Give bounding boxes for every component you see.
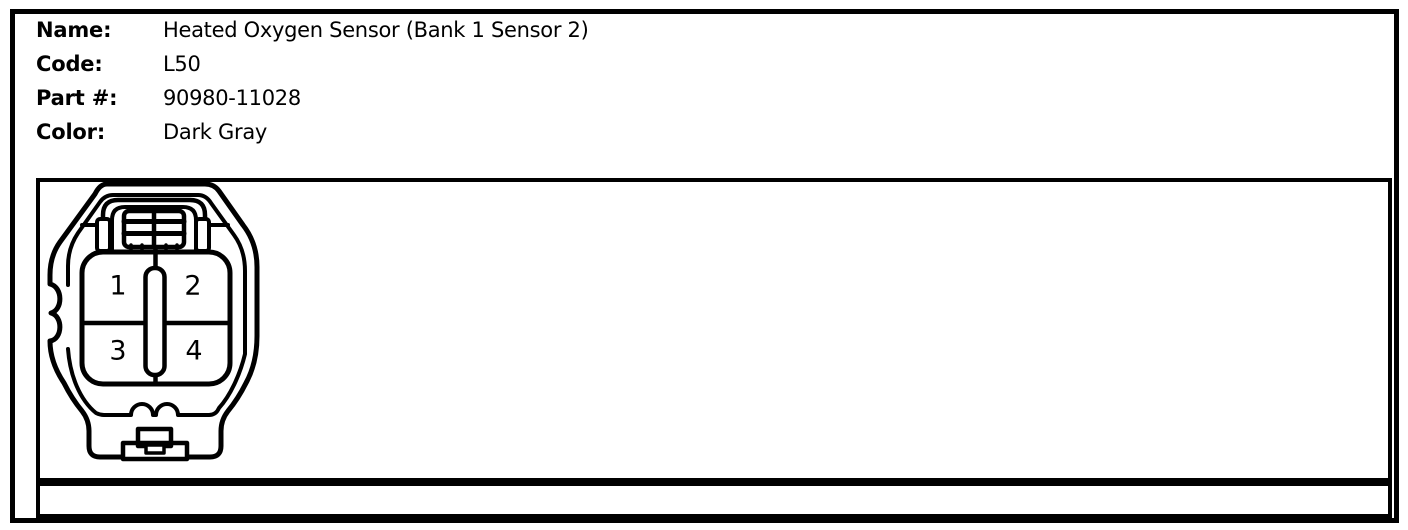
info-row-color: Color: Dark Gray: [36, 115, 1376, 149]
footer-empty-row: [36, 482, 1392, 518]
page-border: [10, 9, 1399, 523]
info-row-part-number: Part #: 90980-11028: [36, 81, 1376, 115]
latch-hood-inner: [110, 205, 198, 255]
latch-rail-right: [194, 217, 211, 253]
connector-front-view-diagram: 1 2 3 4: [47, 181, 260, 462]
connector-inner-outline: [66, 193, 247, 417]
part-number-value: 90980-11028: [163, 86, 301, 110]
latch-rail-left: [95, 217, 112, 253]
pin-2-label: 2: [184, 271, 201, 302]
pin-4-label: 4: [185, 336, 202, 367]
name-value: Heated Oxygen Sensor (Bank 1 Sensor 2): [163, 18, 589, 42]
name-label: Name:: [36, 18, 112, 42]
pin-1-label: 1: [109, 271, 126, 302]
info-row-code: Code: L50: [36, 47, 1376, 81]
info-row-name: Name: Heated Oxygen Sensor (Bank 1 Sensor…: [36, 13, 1376, 47]
bottom-tab-slot: [144, 443, 166, 455]
color-label: Color:: [36, 120, 106, 144]
code-label: Code:: [36, 52, 103, 76]
code-value: L50: [163, 52, 201, 76]
pin-3-label: 3: [109, 336, 126, 367]
header-info: Name: Heated Oxygen Sensor (Bank 1 Sensor…: [36, 13, 1376, 149]
diagram-box: [36, 178, 1392, 482]
color-value: Dark Gray: [163, 120, 268, 144]
latch-hood-outer: [100, 197, 208, 256]
part-number-label: Part #:: [36, 86, 118, 110]
center-key-slot: [143, 265, 167, 378]
